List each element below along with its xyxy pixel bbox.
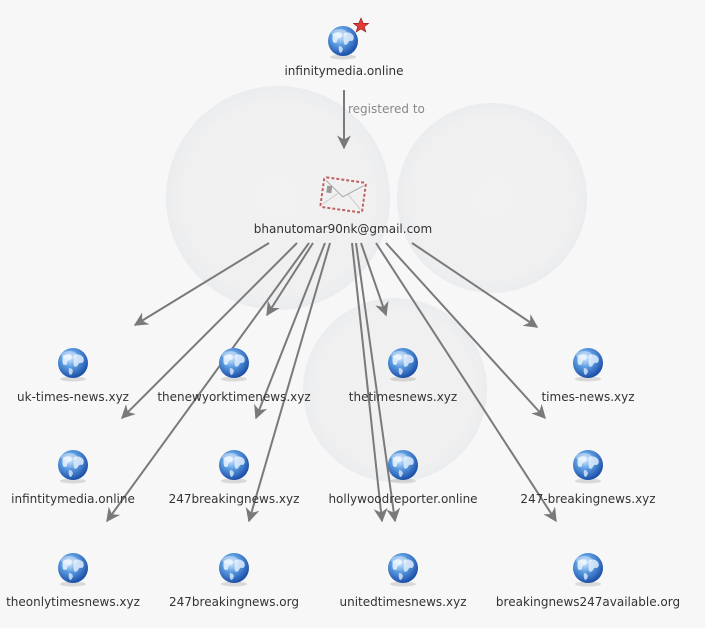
- domain-node[interactable]: unitedtimesnews.xyz: [340, 595, 467, 609]
- edge-arrow[interactable]: [254, 242, 326, 420]
- globe-icon[interactable]: [388, 553, 418, 587]
- edge-arrow[interactable]: [133, 242, 270, 326]
- edge-arrow[interactable]: [245, 242, 331, 523]
- domain-node-label: thenewyorktimenews.xyz: [157, 390, 311, 404]
- email-node-label: bhanutomar90nk@gmail.com: [253, 222, 433, 236]
- edge-arrow[interactable]: [121, 242, 298, 419]
- domain-node-label: unitedtimesnews.xyz: [339, 595, 467, 609]
- domain-node-label: 247breakingnews.org: [169, 595, 299, 609]
- star-badge-icon: [352, 17, 370, 33]
- globe-icon[interactable]: [573, 450, 603, 484]
- globe-icon[interactable]: [58, 450, 88, 484]
- domain-node[interactable]: breakingnews247available.org: [496, 595, 680, 609]
- domain-node[interactable]: hollywoodreporter.online: [328, 492, 477, 506]
- edge-arrow[interactable]: [266, 242, 314, 317]
- domain-node[interactable]: 247-breakingnews.xyz: [520, 492, 655, 506]
- globe-icon[interactable]: [219, 348, 249, 382]
- globe-icon[interactable]: [573, 553, 603, 587]
- globe-icon[interactable]: [219, 450, 249, 484]
- domain-node-label: theonlytimesnews.xyz: [6, 595, 140, 609]
- edge-arrow[interactable]: [351, 242, 388, 523]
- domain-node[interactable]: thetimesnews.xyz: [349, 390, 457, 404]
- globe-icon[interactable]: [58, 553, 88, 587]
- globe-icon[interactable]: [573, 348, 603, 382]
- domain-node-label: uk-times-news.xyz: [17, 390, 129, 404]
- domain-node-label: breakingnews247available.org: [495, 595, 681, 609]
- edge-arrow[interactable]: [411, 242, 539, 328]
- domain-node[interactable]: thenewyorktimenews.xyz: [157, 390, 310, 404]
- root-node-label: infinitymedia.online: [284, 64, 404, 78]
- domain-node-label: 247-breakingnews.xyz: [520, 492, 656, 506]
- edge-arrow[interactable]: [385, 242, 546, 420]
- globe-icon[interactable]: [58, 348, 88, 382]
- domain-node[interactable]: times-news.xyz: [541, 390, 634, 404]
- domain-node-label: times-news.xyz: [541, 390, 635, 404]
- globe-icon: [328, 26, 358, 60]
- domain-node[interactable]: 247breakingnews.org: [169, 595, 299, 609]
- domain-node-label: 247breakingnews.xyz: [168, 492, 300, 506]
- domain-node-label: thetimesnews.xyz: [348, 390, 458, 404]
- edge-arrow[interactable]: [355, 242, 401, 523]
- domain-node[interactable]: theonlytimesnews.xyz: [6, 595, 140, 609]
- domain-node-label: hollywoodreporter.online: [328, 492, 478, 506]
- edge-arrow[interactable]: [360, 242, 389, 317]
- edge-label-registered-to: registered to: [348, 102, 425, 116]
- edges: [106, 242, 557, 523]
- globe-icon[interactable]: [219, 553, 249, 587]
- edge-arrow[interactable]: [106, 242, 310, 523]
- email-node[interactable]: bhanutomar90nk@gmail.com: [254, 216, 432, 236]
- envelope-icon[interactable]: [319, 176, 367, 214]
- root-node-icon[interactable]: [328, 17, 370, 60]
- domain-node-label: infintitymedia.online: [11, 492, 135, 506]
- background-decoration: [166, 86, 587, 482]
- edge-arrow[interactable]: [375, 242, 557, 523]
- domain-node[interactable]: infintitymedia.online: [11, 492, 135, 506]
- domain-node[interactable]: uk-times-news.xyz: [17, 390, 129, 404]
- domain-node[interactable]: 247breakingnews.xyz: [169, 492, 300, 506]
- root-node[interactable]: infinitymedia.online: [284, 64, 403, 78]
